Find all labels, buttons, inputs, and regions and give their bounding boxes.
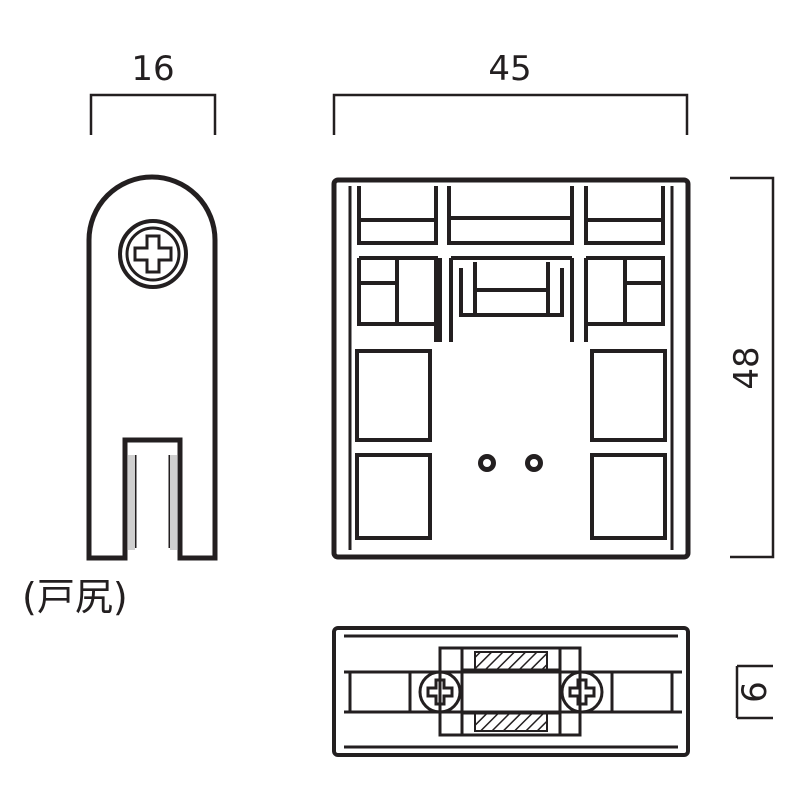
front-lower-cells [355, 349, 667, 540]
side-view-label: (戸尻) [22, 575, 128, 619]
side-slot-shade [128, 455, 135, 550]
bottom-height-label: 6 [735, 681, 775, 703]
front-width-dimension: 45 [332, 49, 689, 135]
front-middle-grid [357, 256, 665, 342]
bottom-hatch-bottom [474, 712, 548, 732]
bottom-screw-left-icon [418, 670, 462, 714]
front-height-dimension: 48 [727, 176, 775, 559]
side-slot-shade-right [170, 455, 177, 550]
side-body-outline [86, 174, 218, 561]
side-width-label: 16 [131, 49, 174, 89]
bottom-height-dimension: 6 [735, 664, 775, 720]
mounting-hole-icon [478, 454, 543, 472]
bottom-view: 6 [332, 626, 775, 757]
bottom-screw-right-icon [560, 670, 604, 714]
front-top-grid [357, 186, 665, 245]
front-view: 45 48 [331, 49, 775, 560]
bottom-outer-frame [332, 626, 690, 757]
front-outer-frame [331, 177, 691, 560]
side-slot-detail [133, 455, 172, 548]
front-width-label: 45 [488, 49, 531, 89]
front-height-label: 48 [727, 346, 767, 389]
side-width-dimension: 16 [89, 49, 217, 135]
side-view: 16 (戸尻) [22, 49, 218, 619]
screw-head-icon [118, 219, 188, 289]
bottom-center-block [408, 646, 614, 737]
bottom-hatch-top [474, 651, 548, 671]
front-inner-rails [348, 186, 674, 550]
